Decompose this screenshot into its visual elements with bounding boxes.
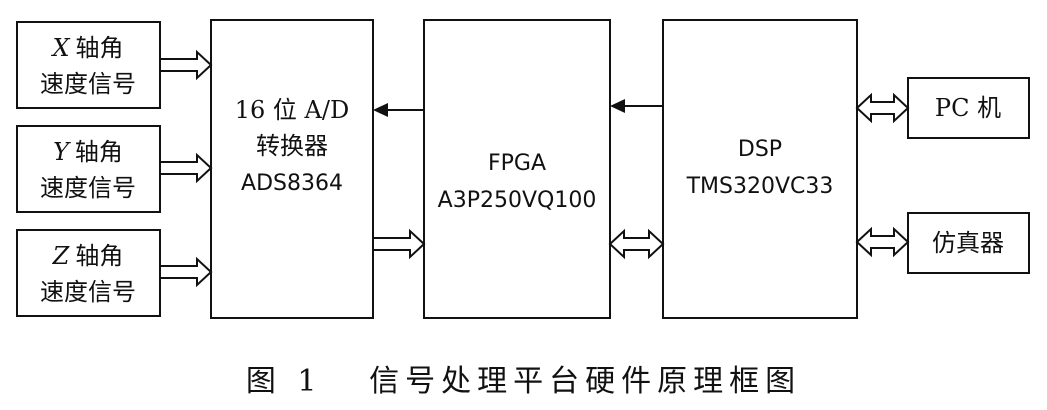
emulator-block: 仿真器 <box>907 212 1030 274</box>
pc-block: PC 机 <box>907 77 1030 139</box>
pc-box <box>907 77 1030 139</box>
dsp-block: DSP TMS320VC33 <box>662 19 858 319</box>
y-axis-letter: Y <box>53 138 71 166</box>
fpga-to-adc-control-arrow <box>373 103 424 117</box>
z-axis-letter: Z <box>52 242 71 270</box>
adc-line3: ADS8364 <box>241 171 343 196</box>
adc-to-fpga-data-arrow <box>372 228 426 260</box>
fpga-line1: FPGA <box>488 151 546 176</box>
emulator-label: 仿真器 <box>932 229 1004 257</box>
x-to-adc-arrow <box>159 49 213 81</box>
z-signal-box <box>16 229 161 317</box>
x-axis-letter: X <box>50 34 70 62</box>
y-to-adc-arrow <box>159 152 213 184</box>
z-to-adc-arrow <box>159 256 213 288</box>
adc-box <box>210 19 374 319</box>
adc-block: 16 位 A/D 转换器 ADS8364 <box>210 19 374 319</box>
fpga-box <box>423 19 611 319</box>
dsp-to-fpga-arrowhead <box>610 99 625 113</box>
dsp-pc-bidirectional-arrow <box>855 92 910 124</box>
z-signal-line1-rest: 轴角 <box>75 242 123 270</box>
x-signal-line1-rest: 轴角 <box>76 34 124 62</box>
dsp-emulator-bidirectional-arrow <box>855 226 910 258</box>
pc-label: PC 机 <box>935 94 1001 122</box>
x-signal-line2: 速度信号 <box>40 70 136 98</box>
fpga-to-adc-arrowhead <box>373 103 388 117</box>
y-signal-line2: 速度信号 <box>40 174 136 202</box>
adc-line1: 16 位 A/D <box>235 96 349 124</box>
y-signal-box <box>16 125 161 213</box>
figure-caption: 图 1 信号处理平台硬件原理框图 <box>245 364 802 399</box>
dsp-line2: TMS320VC33 <box>686 174 834 199</box>
fpga-line2: A3P250VQ100 <box>438 188 597 213</box>
dsp-to-fpga-control-arrow <box>610 99 663 113</box>
z-signal-line2: 速度信号 <box>40 278 136 306</box>
dsp-line1: DSP <box>738 137 782 162</box>
fpga-dsp-bidirectional-arrow <box>608 228 665 260</box>
x-signal-box <box>16 21 161 109</box>
adc-line2: 转换器 <box>256 132 328 160</box>
fpga-block: FPGA A3P250VQ100 <box>423 19 611 319</box>
dsp-box <box>662 19 858 319</box>
y-signal-line1-rest: 轴角 <box>75 138 123 166</box>
